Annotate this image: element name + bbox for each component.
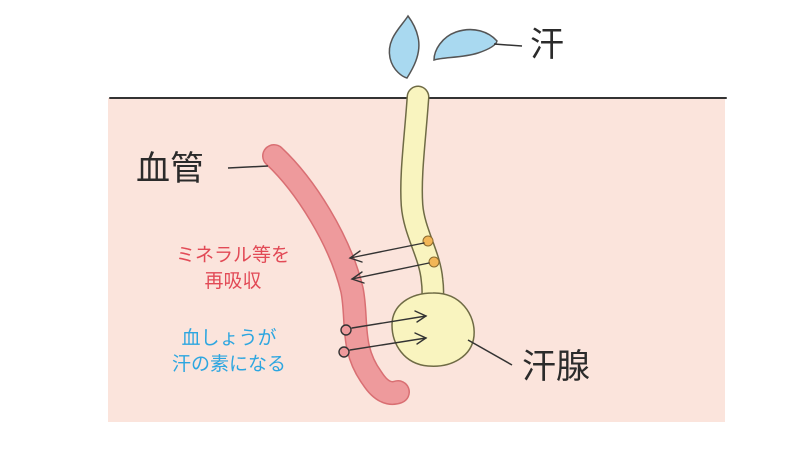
sweat-gland — [391, 292, 475, 367]
arrow-icon — [351, 310, 428, 329]
sweat-gland-label: 汗腺 — [522, 347, 590, 387]
reabsorb-line-2: 再吸収 — [204, 269, 262, 292]
plasma-line-1: 血しょうが — [181, 327, 277, 349]
blood-vessel-leader-line — [227, 165, 269, 169]
reabsorb-annotation: ミネラル等を 再吸収 — [176, 243, 290, 294]
plasma-line-2: 汗の素になる — [172, 352, 287, 375]
arrow-icon — [349, 332, 428, 351]
droplet-icon — [388, 14, 420, 79]
arrow-icon — [348, 242, 425, 263]
particle-icon — [428, 256, 440, 268]
sweat-label: 汗 — [530, 25, 564, 65]
blood-vessel-label: 血管 — [136, 149, 204, 189]
particle-icon — [338, 346, 350, 358]
particle-icon — [340, 324, 352, 336]
droplet-icon — [433, 28, 498, 62]
arrow-icon — [350, 262, 430, 284]
sweat-leader-line — [493, 43, 523, 47]
plasma-annotation: 血しょうが 汗の素になる — [172, 326, 286, 377]
sweat-gland-leader-line — [467, 339, 513, 366]
blood-vessel-fill — [263, 145, 409, 404]
particle-icon — [422, 235, 434, 247]
reabsorb-line-1: ミネラル等を — [176, 244, 291, 266]
